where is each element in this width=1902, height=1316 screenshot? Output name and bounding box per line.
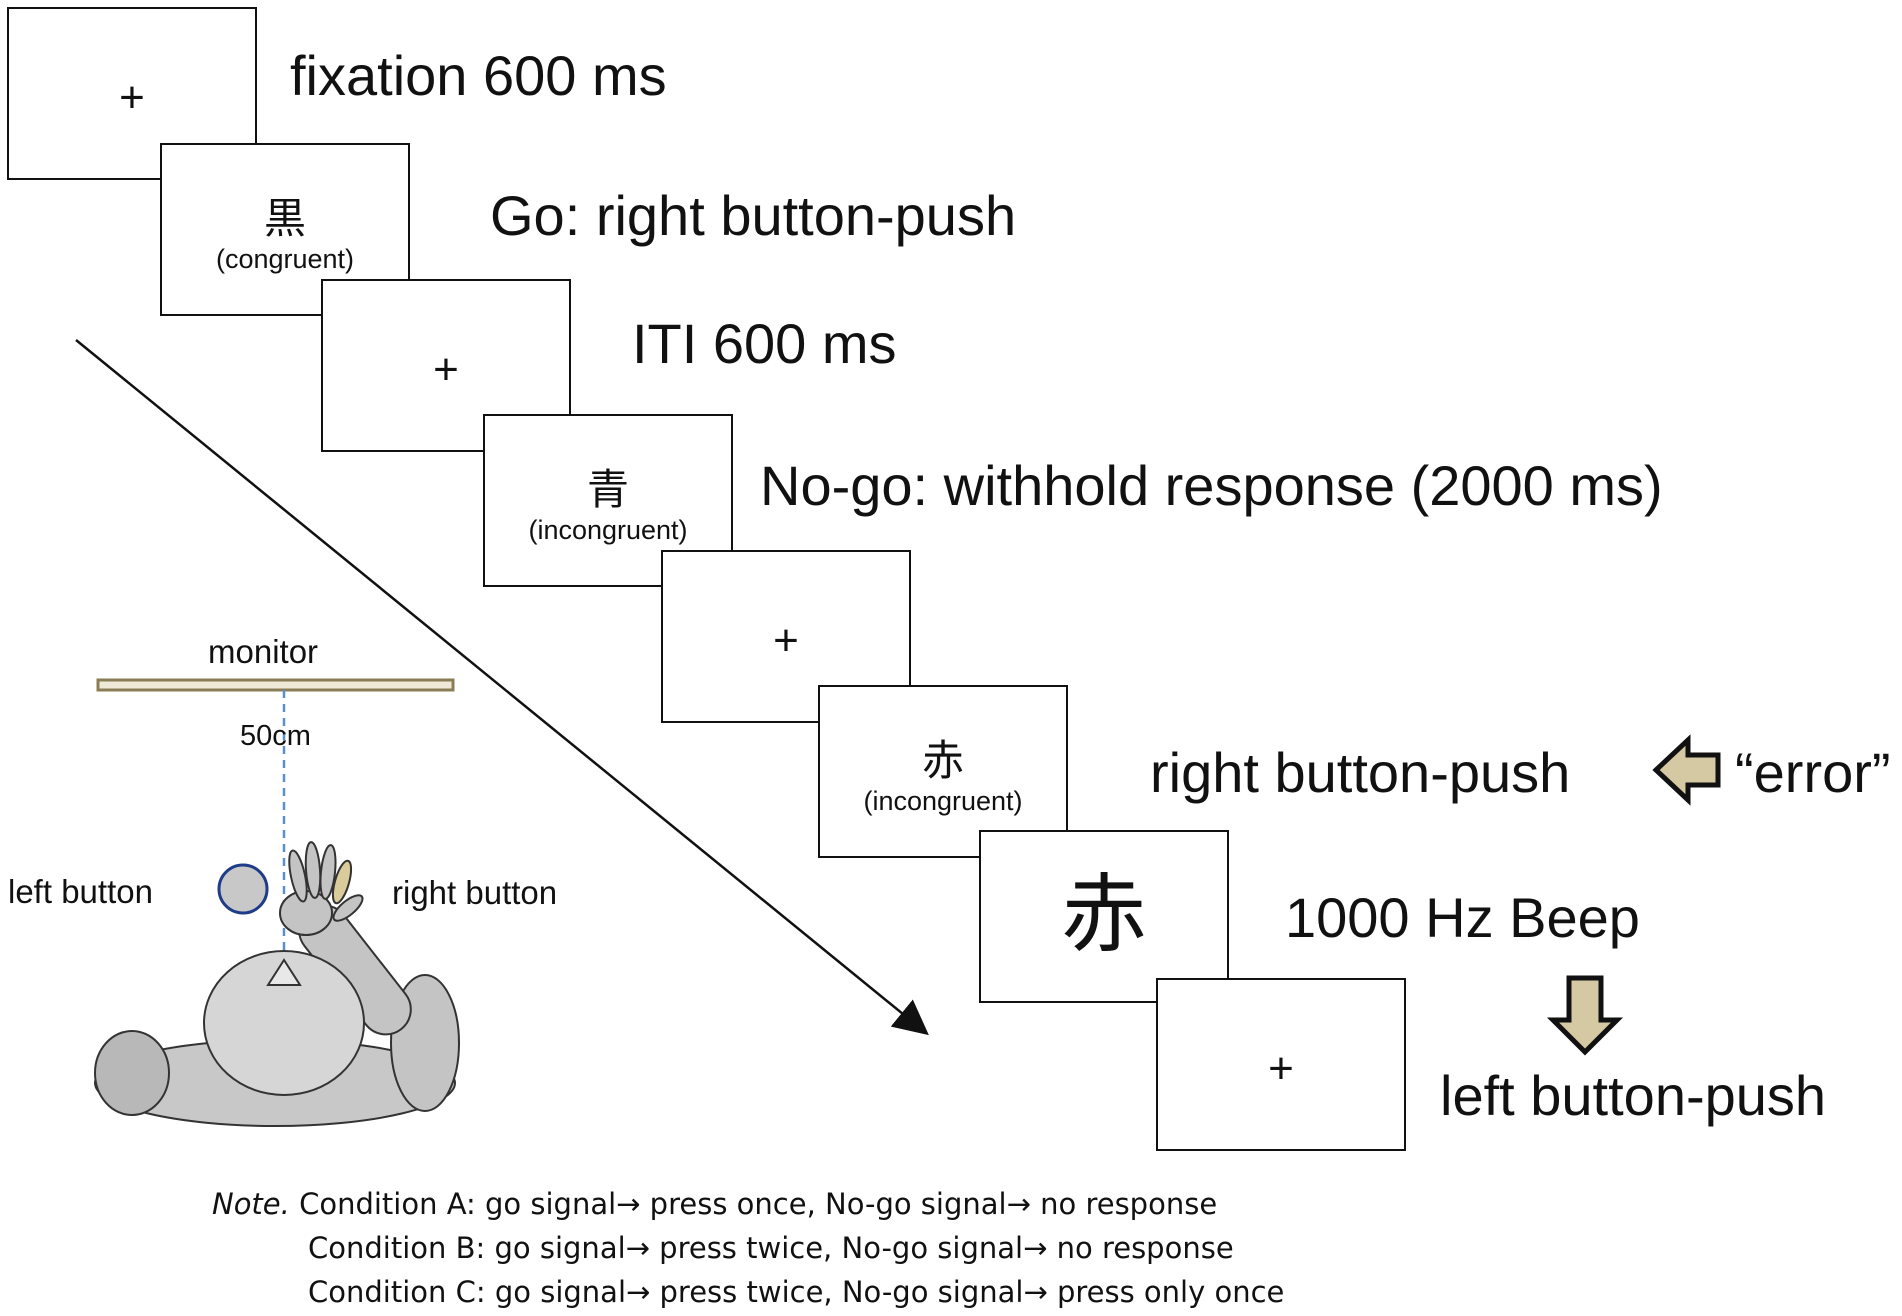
frame-beep: 赤	[979, 830, 1229, 1003]
left-shoulder	[94, 1030, 170, 1116]
frame-caption-fixation: fixation 600 ms	[290, 44, 667, 107]
stimulus-condition: (incongruent)	[528, 515, 688, 545]
nose	[266, 958, 302, 986]
monitor-bar	[96, 678, 455, 692]
frame-caption-beep: 1000 Hz Beep	[1285, 886, 1640, 949]
note-prefix: Note.	[212, 1187, 290, 1221]
left-button-icon	[217, 863, 269, 915]
stimulus-condition: (congruent)	[215, 244, 355, 274]
head	[203, 950, 365, 1096]
frame-final-fixation: +	[1156, 978, 1406, 1151]
distance-label: 50cm	[240, 720, 311, 752]
frame-error-trial: 赤 (incongruent)	[818, 685, 1068, 858]
frame-caption-left-push: left button-push	[1440, 1064, 1827, 1127]
right-hand	[279, 841, 364, 936]
monitor-label: monitor	[208, 633, 319, 670]
frame-caption-nogo: No-go: withhold response (2000 ms)	[760, 454, 1663, 517]
stimulus-word: 青	[586, 465, 629, 514]
stimulus-word: 赤	[921, 736, 964, 785]
left-button-label: left button	[8, 873, 153, 910]
fixation-cross: +	[433, 345, 459, 394]
stimulus-word: 黒	[263, 194, 306, 243]
frame-caption-right-push: right button-push	[1150, 741, 1571, 804]
frame-caption-iti: ITI 600 ms	[632, 312, 897, 375]
note-condition-a: Condition A: go signal→ press once, No-g…	[299, 1187, 1218, 1221]
error-arrow-icon	[1652, 734, 1721, 806]
note-line-a: Note. Condition A: go signal→ press once…	[212, 1190, 1217, 1219]
down-arrow-icon	[1546, 975, 1624, 1056]
note-line-b: Condition B: go signal→ press twice, No-…	[308, 1231, 1234, 1265]
fixation-cross: +	[773, 616, 799, 665]
note-line-c: Condition C: go signal→ press twice, No-…	[308, 1275, 1285, 1309]
frame-caption-go: Go: right button-push	[490, 184, 1017, 247]
error-label: “error”	[1735, 741, 1891, 804]
fixation-cross: +	[119, 73, 145, 122]
time-arrow	[75, 339, 929, 1036]
right-button-label: right button	[392, 874, 558, 911]
stimulus-word-large: 赤	[1061, 865, 1147, 965]
stimulus-condition: (incongruent)	[863, 786, 1023, 816]
fixation-cross: +	[1268, 1044, 1294, 1093]
